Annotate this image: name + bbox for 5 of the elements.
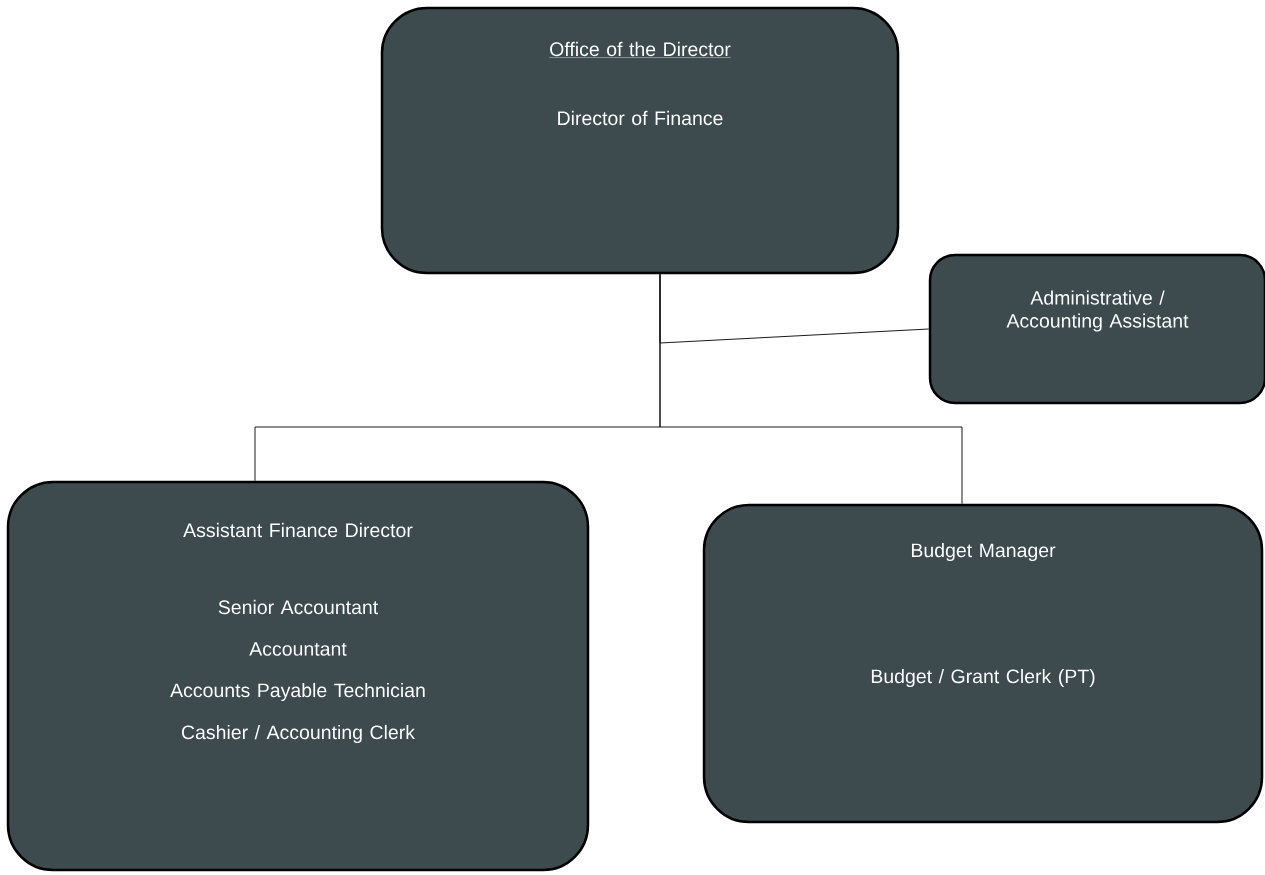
org-box: Assistant Finance Director Senior Accountant Accountant Accounts Payable Technician Cashier / Accounting Clerk [6, 480, 590, 872]
connector-line [659, 273, 963, 505]
org-box: Office of the Director Director of Finance [380, 6, 900, 275]
org-box: Budget Manager Budget / Grant Clerk (PT) [702, 503, 1264, 824]
org-box: Administrative / Accounting Assistant [928, 253, 1265, 405]
